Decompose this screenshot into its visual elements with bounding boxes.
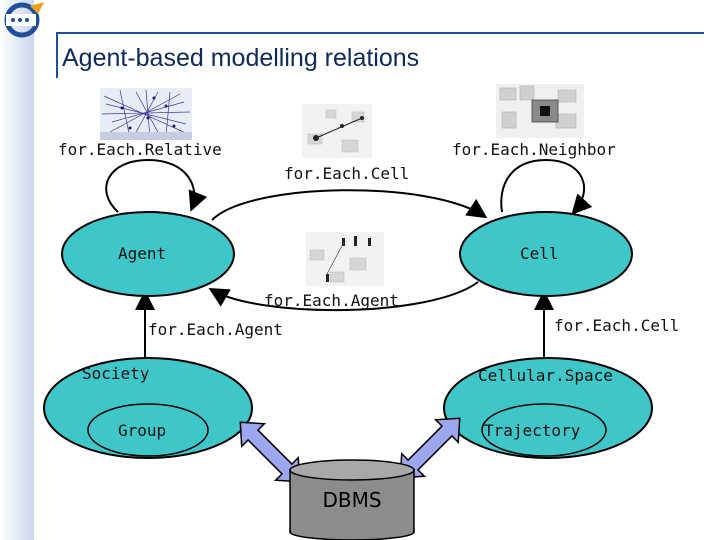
cell-map-thumbnail <box>302 104 372 158</box>
self-loop-cell <box>500 158 593 215</box>
relative-network-thumbnail <box>100 88 192 140</box>
group-node <box>87 403 209 457</box>
label-for-each-relative: for.Each.Relative <box>58 140 222 159</box>
cell-node <box>459 211 633 297</box>
neighbor-map-thumbnail <box>496 84 584 138</box>
label-for-each-neighbor: for.Each.Neighbor <box>452 140 616 159</box>
trajectory-node <box>481 403 607 457</box>
dbms-label: DBMS <box>322 488 382 512</box>
institute-logo-icon <box>4 2 44 38</box>
agent-node <box>61 211 235 297</box>
dbms-cylinder <box>289 459 415 540</box>
trajectory-label: Trajectory <box>484 421 581 440</box>
label-for-each-cell-right: for.Each.Cell <box>554 316 680 335</box>
title-frame <box>56 32 704 78</box>
cell-label: Cell <box>520 244 559 263</box>
society-label: Society <box>82 364 150 383</box>
label-for-each-agent-left: for.Each.Agent <box>148 320 283 339</box>
double-arrow-right-icon <box>399 417 461 479</box>
label-for-each-cell-top: for.Each.Cell <box>284 164 410 183</box>
cellular-space-label: Cellular.Space <box>478 366 613 385</box>
page-title: Agent-based modelling relations <box>62 44 420 72</box>
left-decor-band <box>0 0 34 540</box>
arc-cell-to-agent <box>208 281 479 312</box>
label-for-each-agent-mid: for.Each.Agent <box>264 291 399 310</box>
agent-map-thumbnail <box>306 232 384 286</box>
agent-label: Agent <box>118 244 167 263</box>
arc-agent-to-cell <box>211 189 488 221</box>
group-label: Group <box>118 421 167 440</box>
self-loop-agent <box>105 158 208 213</box>
